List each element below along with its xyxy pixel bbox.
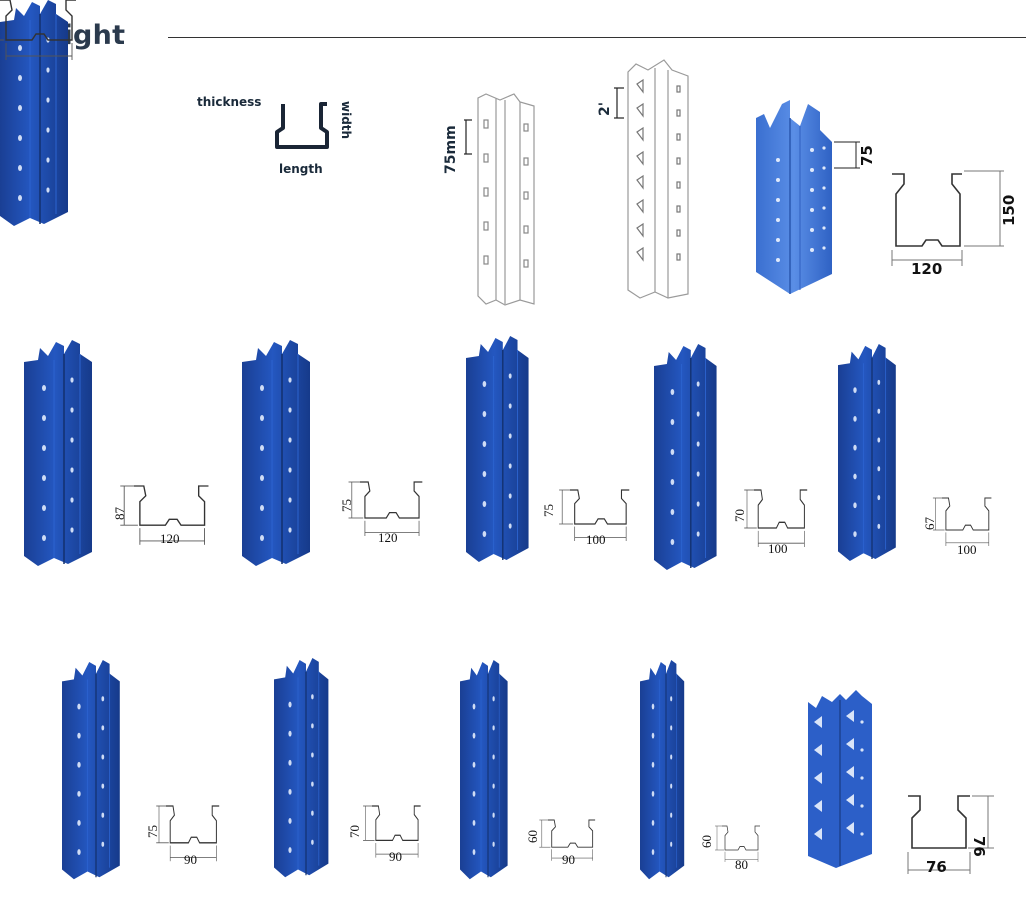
- legend-width-label: width: [339, 101, 353, 140]
- upright-column-6: [61, 659, 121, 880]
- legend-length-label: length: [279, 162, 323, 176]
- legend-thickness-label: thickness: [197, 95, 262, 109]
- profile-10-height: 76: [970, 836, 988, 857]
- featured-width-label: 120: [911, 260, 943, 278]
- profile-3-height: 75: [541, 504, 556, 517]
- profile-1-height: 87: [112, 507, 127, 520]
- profile-drawing-4: [743, 489, 808, 548]
- profile-4-height: 70: [732, 509, 747, 522]
- profile-drawing-2: [347, 481, 423, 537]
- profile-8-width: 90: [562, 852, 575, 867]
- sketch-pitch-inch-label: 2': [597, 101, 613, 116]
- profile-9-height: 60: [699, 835, 714, 848]
- sketch-pitch-mm-label: 75mm: [443, 125, 459, 174]
- upright-sketch-75mm: [464, 93, 535, 306]
- upright-column-2: [241, 339, 311, 567]
- upright-featured-light-blue: [756, 100, 860, 294]
- upright-column-4: [653, 343, 718, 571]
- profile-5-height: 67: [922, 517, 937, 530]
- profile-6-height: 75: [145, 825, 160, 838]
- profile-drawing-10: [907, 795, 994, 874]
- profile-10-width: 76: [926, 858, 947, 876]
- upright-column-1: [23, 339, 93, 567]
- profile-drawing-template: [0, 0, 76, 60]
- upright-column-5: [837, 343, 897, 562]
- upright-column-9: [639, 659, 685, 880]
- profile-8-height: 60: [525, 830, 540, 843]
- legend-profile-icon: [275, 102, 329, 149]
- profile-7-width: 90: [389, 849, 402, 864]
- profile-4-width: 100: [768, 541, 788, 556]
- featured-pitch-label: 75: [858, 145, 876, 166]
- profile-2-height: 75: [339, 499, 354, 512]
- upright-column-10: [808, 690, 872, 868]
- profile-6-width: 90: [184, 852, 197, 867]
- profile-7-height: 70: [347, 825, 362, 838]
- upright-column-7: [273, 657, 330, 878]
- featured-height-label: 150: [1000, 194, 1018, 226]
- profile-1-width: 120: [160, 531, 180, 546]
- profile-drawing-5: [932, 497, 992, 547]
- upright-column-template: [0, 0, 68, 226]
- profile-9-width: 80: [735, 857, 748, 872]
- title-rule: [168, 37, 1026, 38]
- profile-3-width: 100: [586, 532, 606, 547]
- upright-sketch-2inch: [614, 59, 689, 299]
- profile-2-width: 120: [378, 530, 398, 545]
- profile-5-width: 100: [957, 542, 977, 557]
- profile-featured-drawing: [891, 170, 1004, 266]
- upright-column-3: [465, 335, 530, 563]
- upright-column-8: [459, 659, 509, 880]
